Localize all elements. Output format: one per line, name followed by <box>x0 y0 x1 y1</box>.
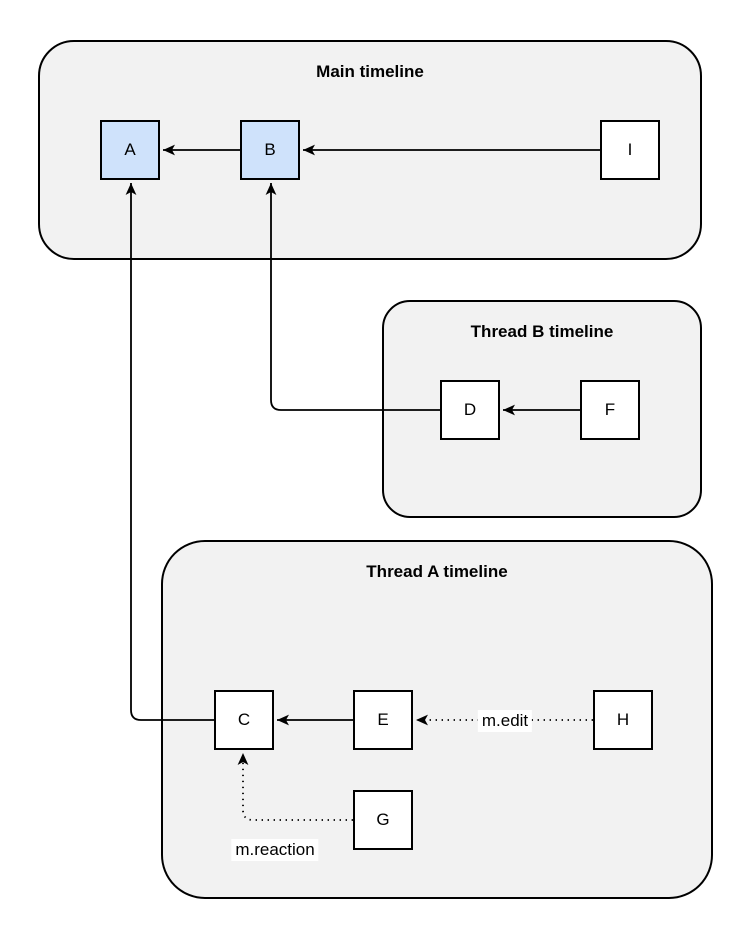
node-e: E <box>353 690 413 750</box>
main-timeline-title: Main timeline <box>316 62 424 81</box>
edge-label-m-edit: m.edit <box>477 710 533 732</box>
node-g: G <box>353 790 413 850</box>
node-f: F <box>580 380 640 440</box>
container-thread-b-timeline: Thread B timeline <box>382 300 702 518</box>
edge-label-m-reaction: m.reaction <box>231 839 319 861</box>
thread-b-timeline-title: Thread B timeline <box>470 322 614 341</box>
node-d: D <box>440 380 500 440</box>
node-b: B <box>240 120 300 180</box>
node-c: C <box>214 690 274 750</box>
node-i: I <box>600 120 660 180</box>
node-h: H <box>593 690 653 750</box>
thread-a-timeline-title: Thread A timeline <box>366 562 508 581</box>
node-a: A <box>100 120 160 180</box>
